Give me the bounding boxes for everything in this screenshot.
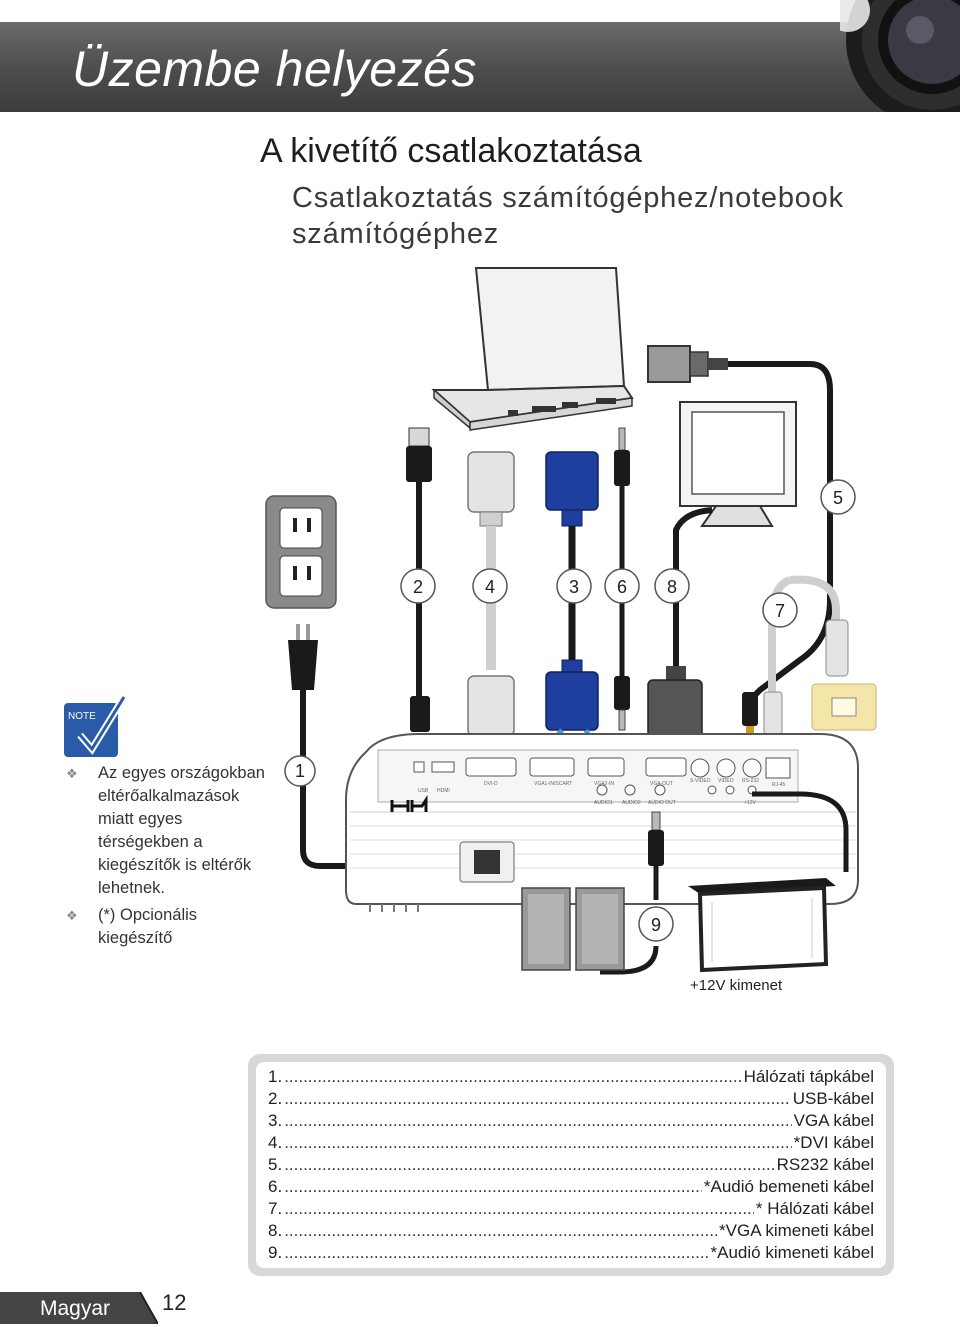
port-label-usb: USB <box>418 788 429 794</box>
output-12v-label: +12V kimenet <box>690 977 783 994</box>
legend-dot-leader <box>284 1242 708 1264</box>
port-label-vga1: VGA1-IN/SCART <box>534 781 572 787</box>
callout-6: 6 <box>604 568 640 604</box>
legend-number: 1. <box>268 1067 283 1086</box>
legend-label: *Audió bemeneti kábel <box>703 1177 874 1196</box>
legend-number: 7. <box>268 1199 283 1218</box>
page-title: Üzembe helyezés <box>72 41 477 97</box>
callout-8: 8 <box>654 568 690 604</box>
legend-label: *Audió kimeneti kábel <box>710 1243 874 1262</box>
port-label-vga2: VGA2-IN <box>594 781 614 787</box>
port-label-svideo: S-VIDEO <box>690 778 711 784</box>
svg-text:9: 9 <box>651 915 661 935</box>
footer-language-tab <box>0 1292 158 1324</box>
note-icon: NOTE <box>62 695 128 761</box>
diamond-bullet-icon: ❖ <box>66 908 78 923</box>
section-title: A kivetítő csatlakoztatása <box>260 132 642 170</box>
port-label-rj45: RJ-45 <box>772 782 786 788</box>
legend-number: 3. <box>268 1111 283 1130</box>
legend-dot-leader <box>284 1176 702 1198</box>
legend-row: 8. *VGA kimeneti kábel <box>268 1220 874 1242</box>
port-label-12v: +12V <box>744 800 756 806</box>
legend-dot-leader <box>284 1110 791 1132</box>
laptop-icon <box>431 267 634 431</box>
projection-screen-icon <box>688 878 836 973</box>
legend-dot-leader <box>284 1088 791 1110</box>
callout-2: 2 <box>400 568 436 604</box>
legend-label: *DVI kábel <box>793 1133 874 1152</box>
legend-number: 8. <box>268 1221 283 1240</box>
legend-number: 5. <box>268 1155 283 1174</box>
svg-text:8: 8 <box>667 577 677 597</box>
section-subtitle: Csatlakoztatás számítógéphez/notebook sz… <box>292 182 844 250</box>
monitor-icon <box>679 401 797 527</box>
svg-text:NOTE: NOTE <box>68 711 96 722</box>
legend-dot-leader <box>284 1154 774 1176</box>
svg-text:3: 3 <box>569 577 579 597</box>
legend-row: 6. *Audió bemeneti kábel <box>268 1176 874 1198</box>
legend-number: 4. <box>268 1133 283 1152</box>
callout-1: 1 <box>284 755 316 787</box>
legend-row: 9. *Audió kimeneti kábel <box>268 1242 874 1264</box>
power-plug-icon <box>288 624 318 690</box>
legend-row: 5. RS232 kábel <box>268 1154 874 1176</box>
callout-9: 9 <box>638 906 674 942</box>
port-label-vga-out: VGA-OUT <box>650 781 673 787</box>
legend-dot-leader <box>284 1066 741 1088</box>
cable-legend: 1. Hálózati tápkábel 2. USB-kábel 3. VGA kábe… <box>248 1054 894 1276</box>
lens-decoration <box>840 0 960 112</box>
legend-label: Hálózati tápkábel <box>743 1067 874 1086</box>
legend-label: * Hálózati kábel <box>755 1199 874 1218</box>
projector-icon <box>345 733 859 912</box>
footer-language: Magyar <box>40 1297 111 1320</box>
legend-row: 7. * Hálózati kábel <box>268 1198 874 1220</box>
legend-label: USB-kábel <box>792 1089 874 1108</box>
header-bar <box>0 22 960 112</box>
svg-text:6: 6 <box>617 577 627 597</box>
dvi-connector-icon <box>467 451 515 527</box>
callout-5: 5 <box>820 479 856 515</box>
svg-text:5: 5 <box>833 488 843 508</box>
note-list: ❖Az egyes országokban eltérőalkalmazások… <box>66 762 266 954</box>
legend-number: 6. <box>268 1177 283 1196</box>
audio-connector-icon <box>614 427 630 486</box>
vga-connector-icon <box>545 451 599 527</box>
legend-label: *VGA kimeneti kábel <box>719 1221 874 1240</box>
legend-number: 9. <box>268 1243 283 1262</box>
callout-4: 4 <box>472 568 508 604</box>
port-label-audio-out: AUDIO OUT <box>648 800 676 806</box>
legend-dot-leader <box>284 1132 791 1154</box>
svg-text:7: 7 <box>775 601 785 621</box>
speakers-icon <box>521 887 625 971</box>
legend-row: 4. *DVI kábel <box>268 1132 874 1154</box>
lan-jack-icon <box>811 683 877 731</box>
connection-diagram: USB HDMI DVI-D VGA1-IN/SCART VGA2-IN VGA… <box>265 267 877 994</box>
callout-3: 3 <box>556 568 592 604</box>
legend-dot-leader <box>284 1220 717 1242</box>
legend-row: 2. USB-kábel <box>268 1088 874 1110</box>
diamond-bullet-icon: ❖ <box>66 766 78 781</box>
port-label-rs232: RS-232 <box>742 778 759 784</box>
rs232-connector-icon <box>647 345 728 383</box>
legend-row: 1. Hálózati tápkábel <box>268 1066 874 1088</box>
legend-row: 3. VGA kábel <box>268 1110 874 1132</box>
legend-label: VGA kábel <box>793 1111 874 1130</box>
port-label-audio1: AUDIO1 <box>594 800 613 806</box>
port-label-dvi: DVI-D <box>484 781 498 787</box>
port-label-audio2: AUDIO2 <box>622 800 641 806</box>
wall-outlet-icon <box>265 495 337 609</box>
note-item: ❖(*) Opcionális kiegészítő <box>66 906 198 947</box>
svg-text:1: 1 <box>295 761 305 781</box>
port-label-video: VIDEO <box>718 778 734 784</box>
legend-dot-leader <box>284 1198 754 1220</box>
port-label-hdmi: HDMI <box>437 788 450 794</box>
svg-text:4: 4 <box>485 577 495 597</box>
usb-connector-icon <box>406 427 432 482</box>
legend-number: 2. <box>268 1089 283 1108</box>
legend-label: RS232 kábel <box>776 1155 874 1174</box>
svg-text:2: 2 <box>413 577 423 597</box>
callout-7: 7 <box>762 592 798 628</box>
page-number: 12 <box>162 1290 187 1315</box>
note-item: ❖Az egyes országokban eltérőalkalmazások… <box>66 764 265 897</box>
